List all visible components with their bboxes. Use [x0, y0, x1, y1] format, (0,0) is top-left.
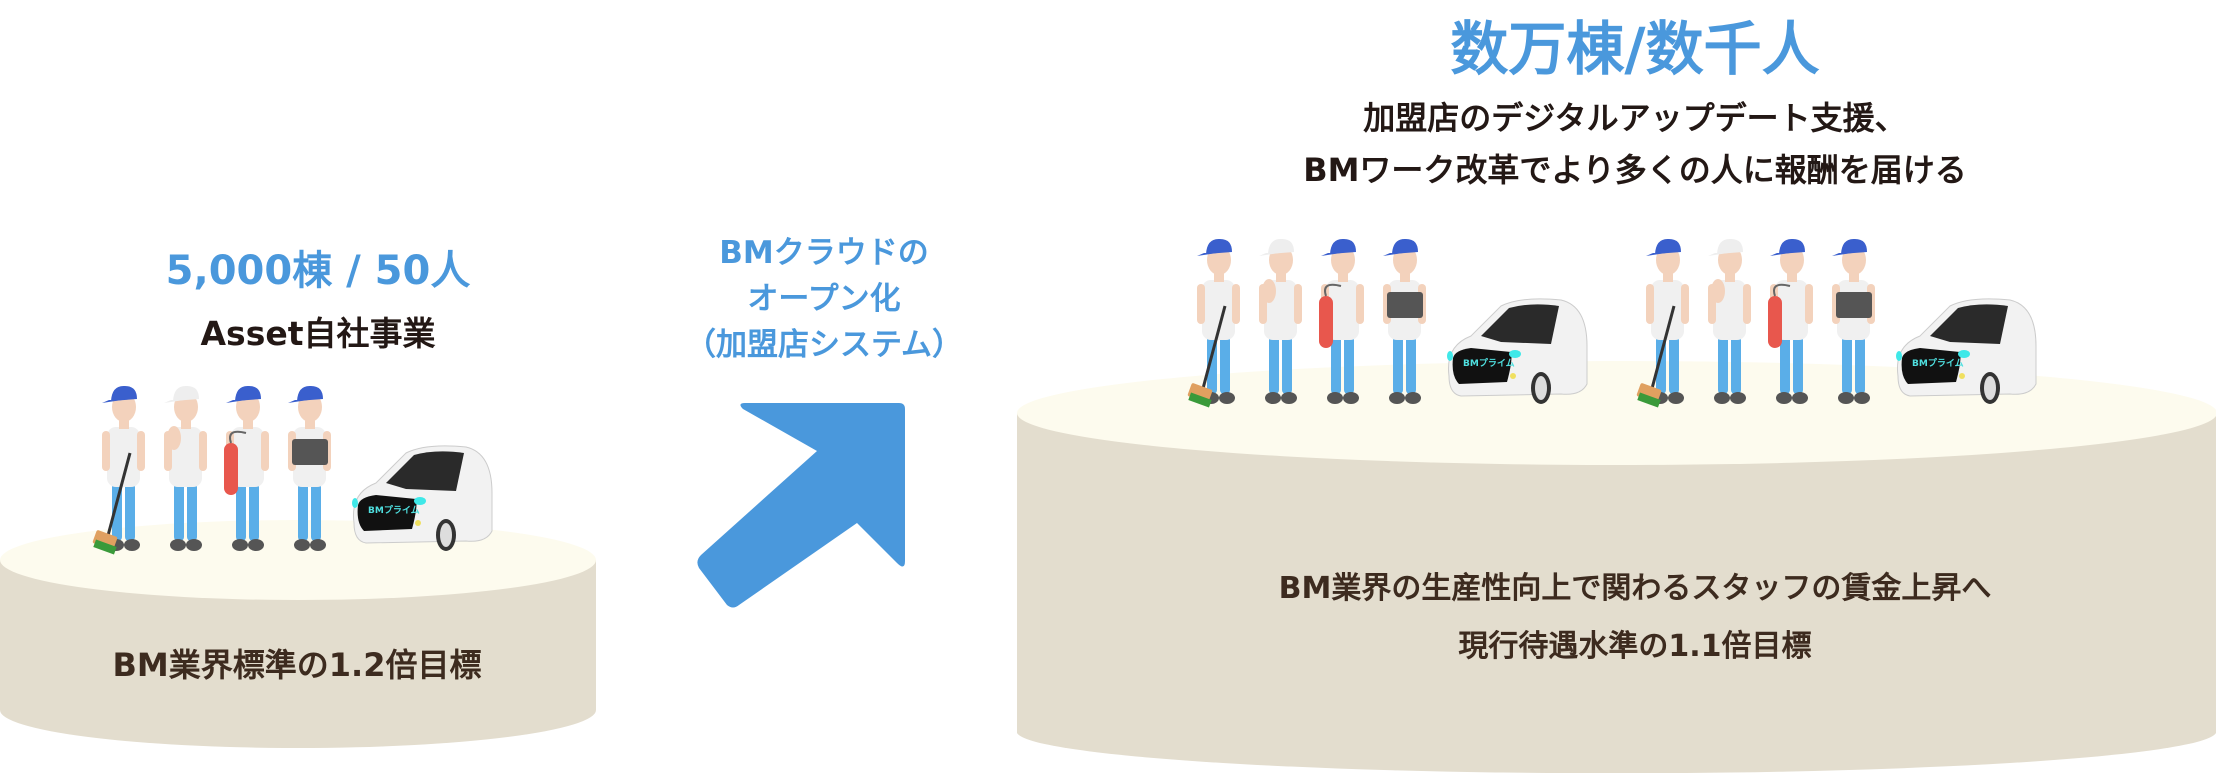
cloud-open-line-3: （加盟店システム）	[684, 327, 964, 363]
staff-white-cap-figure	[154, 383, 216, 555]
staff-white-cap-figure	[1698, 236, 1760, 408]
staff-tablet-figure	[278, 383, 340, 555]
right-subtitle-line-2: BMワーク改革でより多くの人に報酬を届ける	[1303, 151, 1967, 189]
staff-extinguisher-figure	[216, 383, 278, 555]
svg-text:BMプライム: BMプライム	[1463, 357, 1515, 369]
car-illustration: BMプライム	[346, 443, 496, 555]
svg-text:BMプライム: BMプライム	[368, 504, 420, 516]
staff-extinguisher-figure	[1311, 236, 1373, 408]
right-pedestal	[1017, 361, 2216, 773]
left-staff-group: BMプライム	[92, 380, 496, 555]
staff-white-cap-figure	[1249, 236, 1311, 408]
left-pedestal-text: BM業界標準の1.2倍目標	[112, 646, 482, 684]
staff-tablet-figure	[1822, 236, 1884, 408]
right-pedestal-line-1: BM業界の生産性向上で関わるスタッフの賃金上昇へ	[1278, 571, 1992, 606]
growth-arrow-icon	[697, 403, 905, 608]
cloud-open-line-2: オープン化	[747, 281, 901, 317]
right-subtitle-line-1: 加盟店のデジタルアップデート支援、	[1363, 99, 1907, 137]
right-pedestal-text: BM業界の生産性向上で関わるスタッフの賃金上昇へ 現行待遇水準の1.1倍目標	[1279, 560, 1992, 676]
staff-broom-figure	[92, 383, 154, 555]
car-illustration: BMプライム	[1441, 296, 1591, 408]
cloud-open-label: BMクラウドの オープン化 （加盟店システム）	[685, 230, 963, 368]
staff-extinguisher-figure	[1760, 236, 1822, 408]
right-headline: 数万棟/数千人	[1450, 15, 1820, 83]
car-illustration: BMプライム	[1890, 296, 2040, 408]
left-headline: 5,000棟 / 50人	[165, 248, 471, 294]
staff-tablet-figure	[1373, 236, 1435, 408]
staff-broom-figure	[1636, 236, 1698, 408]
svg-text:BMプライム: BMプライム	[1912, 357, 1964, 369]
right-subtitle: 加盟店のデジタルアップデート支援、 BMワーク改革でより多くの人に報酬を届ける	[1303, 92, 1967, 196]
right-staff-group-1: BMプライム	[1187, 233, 1591, 408]
cloud-open-line-1: BMクラウドの	[719, 235, 929, 271]
staff-broom-figure	[1187, 236, 1249, 408]
right-pedestal-line-2: 現行待遇水準の1.1倍目標	[1458, 629, 1812, 664]
left-subtitle: Asset自社事業	[200, 314, 436, 353]
right-staff-group-2: BMプライム	[1636, 233, 2040, 408]
